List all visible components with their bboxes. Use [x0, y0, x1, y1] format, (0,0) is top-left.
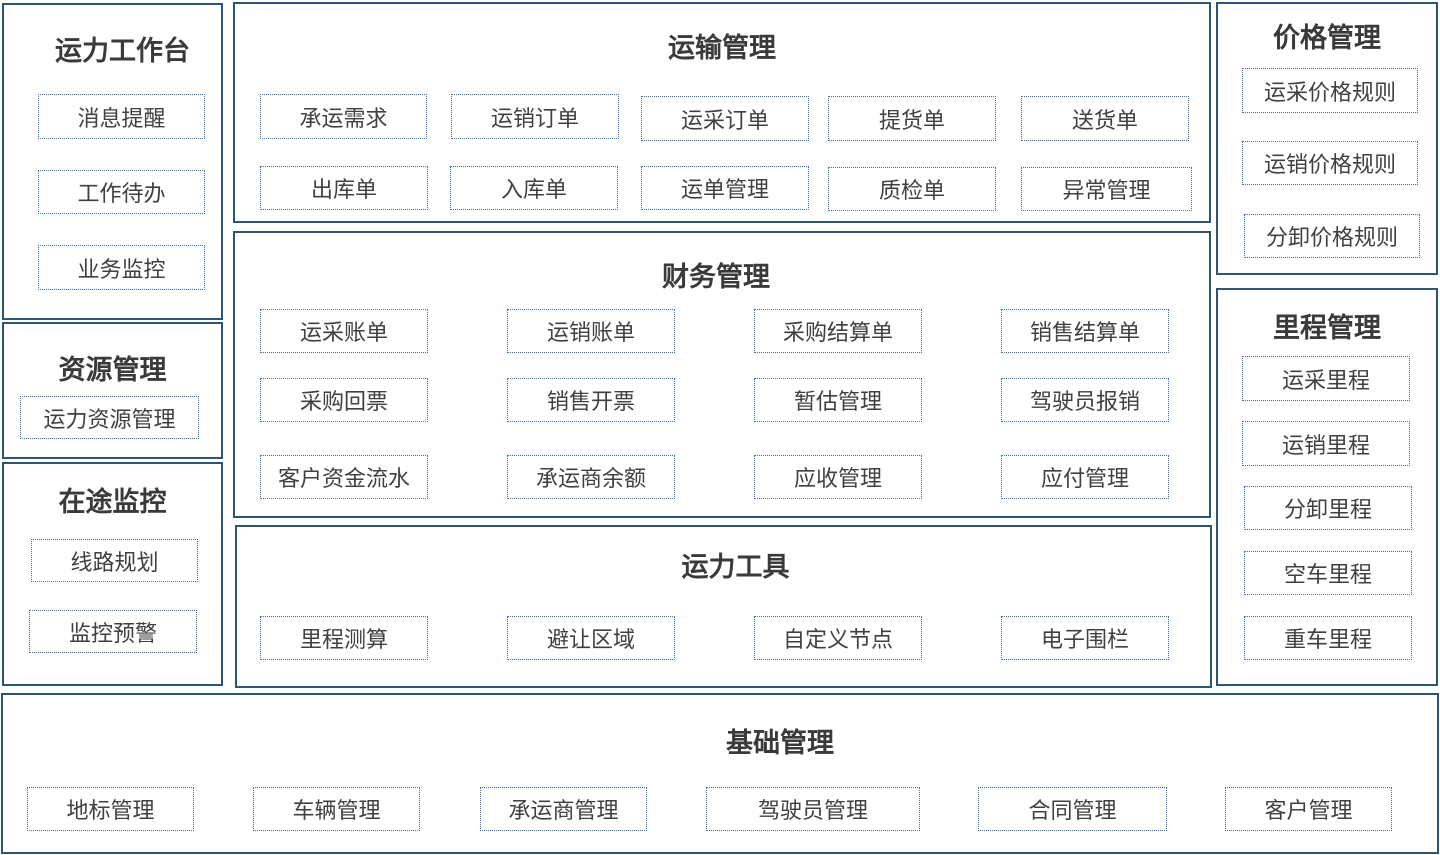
price-item-purchase-rule[interactable]: 运采价格规则 — [1242, 68, 1418, 113]
tools-item-custom-node[interactable]: 自定义节点 — [754, 616, 922, 660]
finance-item-driver-reimburse[interactable]: 驾驶员报销 — [1001, 378, 1169, 422]
tools-title: 运力工具 — [681, 552, 790, 583]
finance-item-customer-flow[interactable]: 客户资金流水 — [260, 455, 428, 499]
transport-item-qc-note[interactable]: 质检单 — [828, 167, 996, 211]
finance-item-carrier-balance[interactable]: 承运商余额 — [507, 455, 675, 499]
monitor-panel: 在途监控 线路规划 监控预警 — [2, 462, 223, 686]
base-item-vehicle[interactable]: 车辆管理 — [253, 787, 420, 831]
finance-item-sales-settlement[interactable]: 销售结算单 — [1001, 309, 1169, 353]
mileage-item-purchase[interactable]: 运采里程 — [1242, 356, 1410, 401]
transport-panel: 运输管理 承运需求 运销订单 运采订单 提货单 送货单 出库单 入库单 运单管理… — [233, 2, 1211, 223]
finance-item-payable[interactable]: 应付管理 — [1001, 455, 1169, 499]
mileage-item-split[interactable]: 分卸里程 — [1244, 486, 1412, 530]
monitor-item-route-planning[interactable]: 线路规划 — [31, 539, 198, 582]
workbench-panel: 运力工作台 消息提醒 工作待办 业务监控 — [2, 3, 223, 320]
base-panel: 基础管理 地标管理 车辆管理 承运商管理 驾驶员管理 合同管理 客户管理 — [1, 693, 1439, 854]
finance-item-purchase-bill[interactable]: 运采账单 — [260, 309, 428, 353]
mileage-item-loaded[interactable]: 重车里程 — [1244, 616, 1412, 660]
workbench-item-todo[interactable]: 工作待办 — [38, 170, 205, 214]
finance-item-sales-invoice[interactable]: 销售开票 — [507, 378, 675, 422]
price-item-sales-rule[interactable]: 运销价格规则 — [1242, 141, 1418, 185]
finance-item-provisional[interactable]: 暂估管理 — [754, 378, 922, 422]
transport-item-carrier-demand[interactable]: 承运需求 — [260, 94, 427, 139]
monitor-title: 在途监控 — [58, 487, 167, 518]
finance-item-purchase-invoice[interactable]: 采购回票 — [260, 378, 428, 422]
transport-item-pickup-note[interactable]: 提货单 — [828, 96, 996, 141]
finance-item-purchase-settlement[interactable]: 采购结算单 — [754, 309, 922, 353]
base-title: 基础管理 — [726, 728, 834, 759]
resource-item-capacity[interactable]: 运力资源管理 — [20, 396, 199, 439]
resource-panel: 资源管理 运力资源管理 — [2, 322, 223, 459]
transport-item-delivery-note[interactable]: 送货单 — [1021, 96, 1189, 141]
transport-item-waybill[interactable]: 运单管理 — [641, 166, 809, 210]
finance-item-sales-bill[interactable]: 运销账单 — [507, 309, 675, 353]
transport-item-exception[interactable]: 异常管理 — [1021, 167, 1192, 211]
base-item-landmark[interactable]: 地标管理 — [27, 787, 194, 831]
finance-panel: 财务管理 运采账单 运销账单 采购结算单 销售结算单 采购回票 销售开票 暂估管… — [233, 231, 1211, 518]
mileage-item-sales[interactable]: 运销里程 — [1242, 421, 1410, 466]
finance-title: 财务管理 — [662, 262, 770, 293]
price-panel: 价格管理 运采价格规则 运销价格规则 分卸价格规则 — [1216, 2, 1438, 275]
base-item-contract[interactable]: 合同管理 — [978, 787, 1167, 831]
mileage-item-empty[interactable]: 空车里程 — [1244, 551, 1412, 595]
mileage-title: 里程管理 — [1273, 313, 1381, 344]
transport-item-outbound-note[interactable]: 出库单 — [260, 166, 428, 210]
base-item-customer[interactable]: 客户管理 — [1225, 787, 1392, 831]
transport-item-sales-order[interactable]: 运销订单 — [451, 94, 619, 139]
monitor-item-alert[interactable]: 监控预警 — [29, 610, 197, 653]
transport-item-inbound-note[interactable]: 入库单 — [450, 166, 618, 210]
tools-item-geofence[interactable]: 电子围栏 — [1001, 616, 1169, 660]
tools-item-avoid-area[interactable]: 避让区域 — [507, 616, 675, 660]
tools-item-mileage-calc[interactable]: 里程测算 — [260, 616, 428, 660]
resource-title: 资源管理 — [58, 355, 167, 386]
workbench-item-message-reminder[interactable]: 消息提醒 — [38, 94, 205, 139]
transport-title: 运输管理 — [668, 33, 776, 64]
price-item-split-rule[interactable]: 分卸价格规则 — [1244, 214, 1420, 258]
workbench-title: 运力工作台 — [55, 36, 190, 67]
finance-item-receivable[interactable]: 应收管理 — [754, 455, 922, 499]
base-item-carrier[interactable]: 承运商管理 — [480, 787, 647, 831]
price-title: 价格管理 — [1273, 23, 1381, 54]
mileage-panel: 里程管理 运采里程 运销里程 分卸里程 空车里程 重车里程 — [1216, 288, 1438, 686]
workbench-item-business-monitor[interactable]: 业务监控 — [38, 245, 205, 290]
tools-panel: 运力工具 里程测算 避让区域 自定义节点 电子围栏 — [235, 525, 1212, 688]
base-item-driver[interactable]: 驾驶员管理 — [706, 787, 920, 831]
transport-item-purchase-order[interactable]: 运采订单 — [641, 96, 809, 141]
